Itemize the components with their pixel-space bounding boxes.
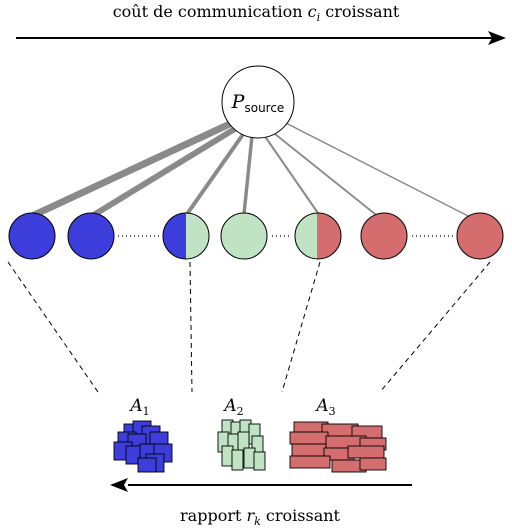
- group-label-a2: A2: [222, 396, 243, 418]
- task-group-a3: [289, 421, 387, 473]
- bottom-arrow: [110, 478, 412, 492]
- node-red-2: [456, 212, 504, 260]
- node-red-1: [360, 212, 408, 260]
- node-green-red: [294, 212, 342, 260]
- group-dashes: [7, 261, 491, 393]
- worker-nodes: [8, 212, 504, 260]
- link-6: [269, 129, 381, 219]
- link-1: [28, 118, 238, 220]
- source-links: [28, 118, 477, 221]
- link-4: [242, 134, 254, 216]
- task-group-a1: [113, 420, 173, 473]
- source-node: Psource: [221, 65, 295, 139]
- top-arrow: [16, 31, 506, 45]
- task-group-a2: [217, 419, 266, 471]
- bottom-label: rapport rk croissant: [180, 506, 341, 528]
- node-blue-2: [67, 212, 115, 260]
- group-label-a1: A1: [128, 396, 149, 418]
- link-2: [89, 124, 241, 219]
- group-label-a3: A3: [314, 396, 335, 418]
- link-3: [185, 131, 246, 216]
- link-7: [279, 119, 477, 221]
- node-blue-green: [162, 212, 210, 260]
- node-blue-1: [8, 212, 56, 260]
- node-green: [220, 212, 268, 260]
- top-label: coût de communication ci croissant: [113, 2, 400, 24]
- source-label: Psource: [231, 91, 285, 115]
- link-5: [263, 134, 321, 217]
